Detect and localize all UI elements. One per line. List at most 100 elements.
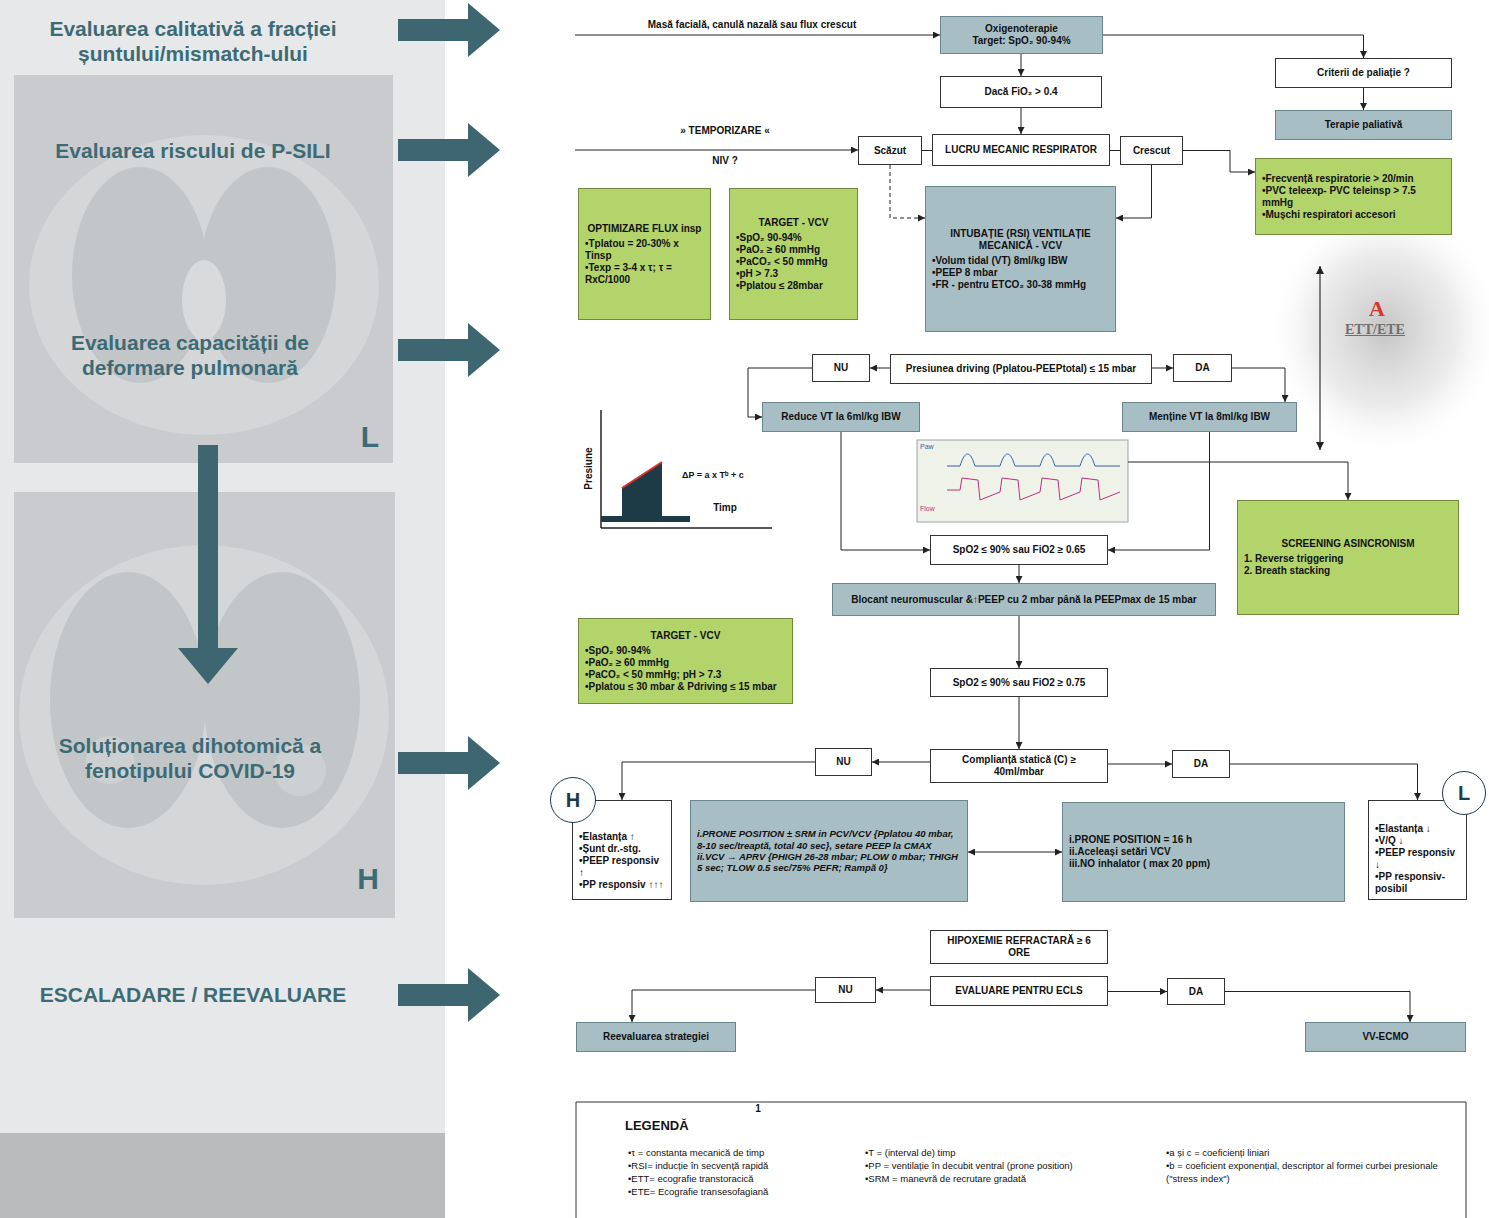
- input-arrow: [575, 35, 940, 36]
- node-text: NU: [822, 984, 869, 996]
- decision-box: DA: [1173, 354, 1232, 382]
- decision-box: Crescut: [1120, 136, 1183, 165]
- label-slot: 1: [750, 1103, 766, 1114]
- flow-connector: [1019, 697, 1020, 749]
- ultrasound-image: [1267, 202, 1489, 458]
- flow-connector: [1232, 368, 1285, 402]
- decision-box: Presiunea driving (Pplatou-PEEPtotal) ≤ …: [890, 354, 1152, 384]
- flow-connector: [1019, 616, 1020, 668]
- label-slot: NIV ?: [690, 155, 760, 166]
- label-slot: Masă facială, canulă nazală sau flux cre…: [592, 19, 912, 30]
- label-slot: ΔP = a x Tᵇ + c: [682, 470, 772, 480]
- process-box: Reduce VT la 6ml/kg IBW: [762, 402, 920, 432]
- section-arrow: [398, 123, 500, 177]
- flow-connector: [1103, 35, 1364, 58]
- free-label: 1: [750, 1103, 766, 1114]
- node-text: •Elastanța ↓: [1375, 823, 1460, 835]
- label-slot: Flow: [920, 505, 944, 512]
- ct-scan-image: [14, 75, 393, 463]
- node-text: SpO2 ≤ 90% sau FiO2 ≥ 0.75: [937, 677, 1101, 689]
- node-text: SpO2 ≤ 90% sau FiO2 ≥ 0.65: [937, 544, 1101, 556]
- flow-connector: [632, 990, 815, 1022]
- legend-text: •SRM = manevră de recrutare gradată: [865, 1172, 1026, 1185]
- node-text: DA: [1179, 758, 1223, 770]
- legend-text: •b = coeficient exponențial, descriptor …: [1166, 1159, 1456, 1185]
- node-text: Blocant neuromuscular &↑PEEP cu 2 mbar p…: [839, 594, 1209, 606]
- free-label: H: [353, 862, 383, 896]
- node-text: •pH > 7.3: [736, 268, 851, 280]
- node-text: Scăzut: [865, 145, 915, 157]
- node-text: NU: [822, 756, 865, 768]
- free-label: A: [1362, 296, 1392, 322]
- section-arrow: [398, 736, 500, 790]
- waveform-frame: [917, 440, 1128, 522]
- flow-connector: [1363, 88, 1364, 110]
- process-box: OxigenoterapieTarget: SpO₂ 90-94%: [940, 16, 1103, 54]
- node-text: •FR - pentru ETCO₂ 30-38 mmHg: [932, 279, 1109, 291]
- node-text: 1. Reverse triggering: [1244, 553, 1452, 565]
- legend-frame: [576, 1102, 1466, 1218]
- flow-connector: [872, 762, 930, 763]
- flow-connector: [876, 990, 930, 991]
- node-text: HIPOXEMIE REFRACTARĂ ≥ 6 ORE: [937, 935, 1101, 959]
- node-text: •PEEP responsiv ↓: [1375, 847, 1460, 871]
- decision-box: Complianță statică (C) ≥ 40ml/mbar: [930, 749, 1108, 783]
- label-slot: Evaluarea capacității de deformare pulmo…: [40, 330, 340, 380]
- node-text: •PaCO₂ < 50 mmHg: [736, 256, 851, 268]
- label-slot: Paw: [920, 443, 944, 450]
- node-text: •Pplatou ≤ 30 mbar & Pdriving ≤ 15 mbar: [585, 681, 786, 693]
- pressure-trace: [947, 454, 1120, 466]
- section-arrow: [398, 323, 500, 377]
- node-text: H: [566, 788, 580, 812]
- node-text: Crescut: [1127, 145, 1176, 157]
- flow-connector: [1152, 368, 1173, 369]
- process-box: Menține VT la 8ml/kg IBW: [1122, 402, 1297, 432]
- flow-connector: [1108, 432, 1210, 550]
- legend-text: •ETT= ecografie transtoracică: [628, 1172, 754, 1185]
- legend-entry: •b = coeficient exponențial, descriptor …: [1166, 1159, 1456, 1185]
- process-box: Blocant neuromuscular &↑PEEP cu 2 mbar p…: [832, 583, 1216, 616]
- node-text: ii.VCV → APRV {PHIGH 26-28 mbar; PLOW 0 …: [697, 851, 961, 874]
- flow-connector: [1021, 108, 1022, 134]
- node-text: •PP responsiv ↑↑↑: [579, 879, 665, 891]
- process-box: Terapie paliativă: [1275, 110, 1452, 140]
- legend-entry: •T = (interval de) timp: [865, 1146, 1155, 1159]
- flow-connector: [922, 150, 932, 151]
- label-slot: ETT/ETE: [1330, 322, 1420, 338]
- node-text: Terapie paliativă: [1282, 119, 1445, 131]
- label-slot: Timp: [705, 502, 745, 513]
- node-text: •Frecvență respiratorie > 20/min: [1262, 173, 1445, 185]
- node-text: Complianță statică (C) ≥ 40ml/mbar: [937, 754, 1101, 778]
- legend-entry: •RSI= inducție în secvență rapidă: [628, 1159, 853, 1172]
- node-text: OPTIMIZARE FLUX insp: [585, 223, 704, 235]
- note-box: TARGET - VCV•SpO₂ 90-94%•PaO₂ ≥ 60 mmHg•…: [578, 618, 793, 704]
- node-text: 2. Breath stacking: [1244, 565, 1452, 577]
- node-text: •PaO₂ ≥ 60 mmHg: [736, 244, 851, 256]
- decision-box: DA: [1172, 750, 1230, 778]
- phenotype-circle: H: [550, 777, 596, 823]
- ct-lung: [204, 572, 360, 828]
- ct-thorax: [29, 135, 379, 435]
- node-text: Criterii de paliație ?: [1282, 67, 1445, 79]
- flow-connector: [1110, 150, 1120, 151]
- legend-entry: •ETE= Ecografie transesofagiană: [628, 1185, 853, 1198]
- decision-box: Criterii de paliație ?: [1275, 58, 1452, 88]
- process-box: i.PRONE POSITION = 16 hii.Aceleași setăr…: [1062, 802, 1345, 902]
- flow-connector: [1108, 991, 1167, 992]
- free-label: Evaluarea calitativă a fracției șuntului…: [8, 16, 378, 66]
- decision-box: NU: [815, 977, 876, 1003]
- decision-box: DA: [1167, 978, 1225, 1005]
- decision-box: SpO2 ≤ 90% sau FiO2 ≥ 0.75: [930, 668, 1108, 697]
- legend-text: •a și c = coeficienți liniari: [1166, 1146, 1269, 1159]
- axis: [601, 527, 772, 529]
- note-box: SCREENING ASINCRONISM1. Reverse triggeri…: [1237, 500, 1459, 615]
- process-box: i.PRONE POSITION ± SRM in PCV/VCV {Pplat…: [690, 800, 968, 902]
- label-slot: H: [353, 862, 383, 896]
- flow-connector: [1019, 565, 1020, 583]
- label-slot: Evaluarea riscului de P-SILI: [8, 138, 378, 163]
- flow-connector: [1225, 992, 1410, 1023]
- node-text: •PEEP responsiv ↑: [579, 855, 665, 879]
- decision-box: LUCRU MECANIC RESPIRATOR: [932, 134, 1110, 166]
- label-slot: L: [355, 420, 385, 454]
- free-label: ΔP = a x Tᵇ + c: [682, 470, 772, 480]
